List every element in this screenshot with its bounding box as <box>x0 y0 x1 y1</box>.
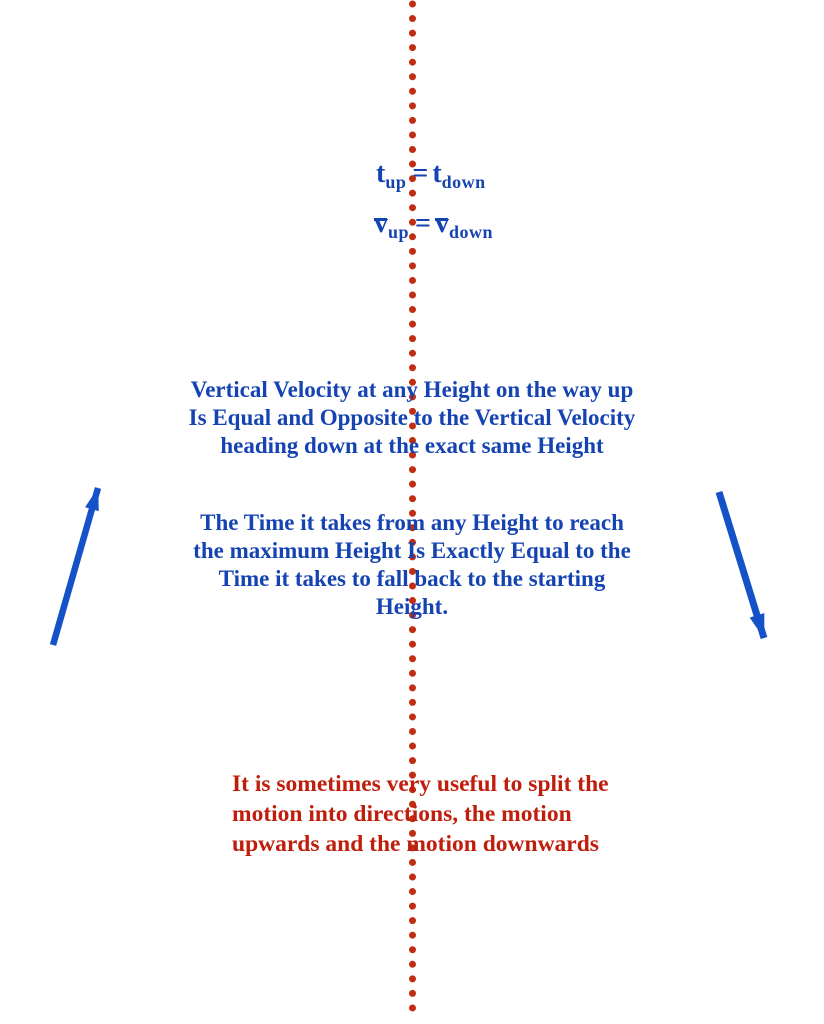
time-down-symbol: t <box>432 158 442 189</box>
equals-sign: = <box>415 208 431 239</box>
split-note-line-1: It is sometimes very useful to split the <box>232 771 609 797</box>
subscript-up: up <box>385 171 407 192</box>
time-note-line-2: the maximum Height Is Exactly Equal to t… <box>193 538 631 563</box>
downward-motion-arrow <box>715 490 768 640</box>
velocity-down-symbol: v <box>435 208 449 239</box>
split-note-line-2: motion into directions, the motion <box>232 801 572 827</box>
time-note-line-1: The Time it takes from any Height to rea… <box>200 510 624 535</box>
time-symmetry-note: The Time it takes from any Height to rea… <box>97 509 727 621</box>
equation-time-up-equals-time-down: tup=tdown <box>376 158 486 192</box>
equals-sign: = <box>412 158 429 189</box>
velocity-note-line-1: Vertical Velocity at any Height on the w… <box>190 377 634 402</box>
equation-velocity-up-equals-velocity-down: vup=vdown <box>374 208 494 242</box>
subscript-down: down <box>449 221 494 242</box>
velocity-note-line-3: heading down at the exact same Height <box>220 433 604 458</box>
split-note-line-3: upwards and the motion downwards <box>232 831 599 857</box>
time-up-symbol: t <box>376 158 386 189</box>
split-motion-note: It is sometimes very useful to split the… <box>232 769 609 859</box>
upward-motion-arrow <box>49 487 102 646</box>
subscript-down: down <box>441 171 486 192</box>
time-note-line-3: Time it takes to fall back to the starti… <box>218 566 606 591</box>
subscript-up: up <box>388 221 410 242</box>
velocity-note-line-2: Is Equal and Opposite to the Vertical Ve… <box>188 405 636 430</box>
time-note-line-4: Height. <box>375 594 449 619</box>
velocity-symmetry-note: Vertical Velocity at any Height on the w… <box>97 376 727 460</box>
velocity-up-symbol: v <box>374 208 388 239</box>
